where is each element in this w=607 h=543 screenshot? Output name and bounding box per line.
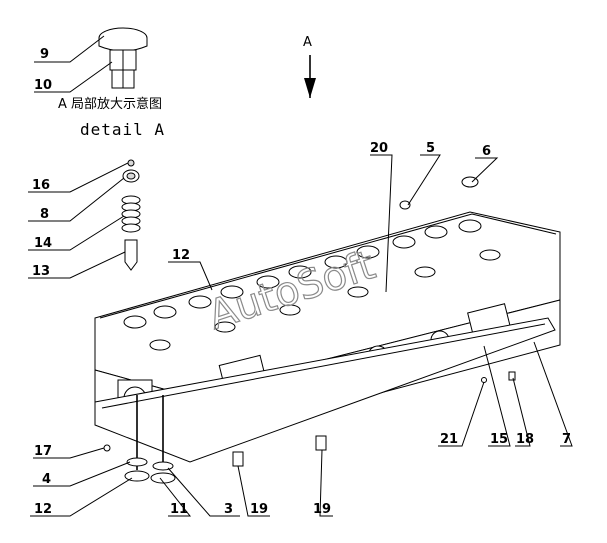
fittings	[103, 371, 516, 467]
callout-label: 18	[516, 432, 534, 447]
valve-cap-part	[98, 27, 148, 52]
callout-label: 20	[370, 141, 388, 156]
callout-labels: 9 10 16 8 14 13 12 20 5 6 17 4 12 11 3 1…	[32, 47, 571, 517]
callout-label: 5	[426, 141, 435, 156]
callout-label: 19	[250, 502, 268, 517]
callout-label: 12	[172, 248, 190, 263]
valve-parts-stack	[121, 159, 141, 271]
callout-label: 17	[34, 444, 52, 459]
callout-label: 10	[34, 78, 52, 93]
callout-label: 14	[34, 236, 52, 251]
callout-label: 4	[42, 472, 51, 487]
callout-label: 12	[34, 502, 52, 517]
callout-label: 21	[440, 432, 458, 447]
detail-caption-en: detail A	[80, 120, 165, 139]
view-marker-label: A	[303, 35, 312, 50]
callout-label: 6	[482, 144, 491, 159]
detail-caption-cn: A 局部放大示意图	[58, 96, 162, 112]
view-arrow-a: A	[303, 35, 316, 98]
head-gasket	[94, 317, 556, 463]
leader-lines	[28, 35, 573, 517]
callout-label: 16	[32, 178, 50, 193]
callout-label: 3	[224, 502, 233, 517]
callout-label: 13	[32, 264, 50, 279]
callout-label: 15	[490, 432, 508, 447]
valve-ports	[123, 176, 501, 351]
valve-lock-part	[109, 49, 137, 89]
callout-label: 7	[562, 432, 571, 447]
valves	[124, 395, 176, 484]
callout-label: 11	[170, 502, 188, 517]
callout-label: 19	[313, 502, 331, 517]
callout-label: 8	[40, 207, 49, 222]
callout-label: 9	[40, 47, 49, 62]
